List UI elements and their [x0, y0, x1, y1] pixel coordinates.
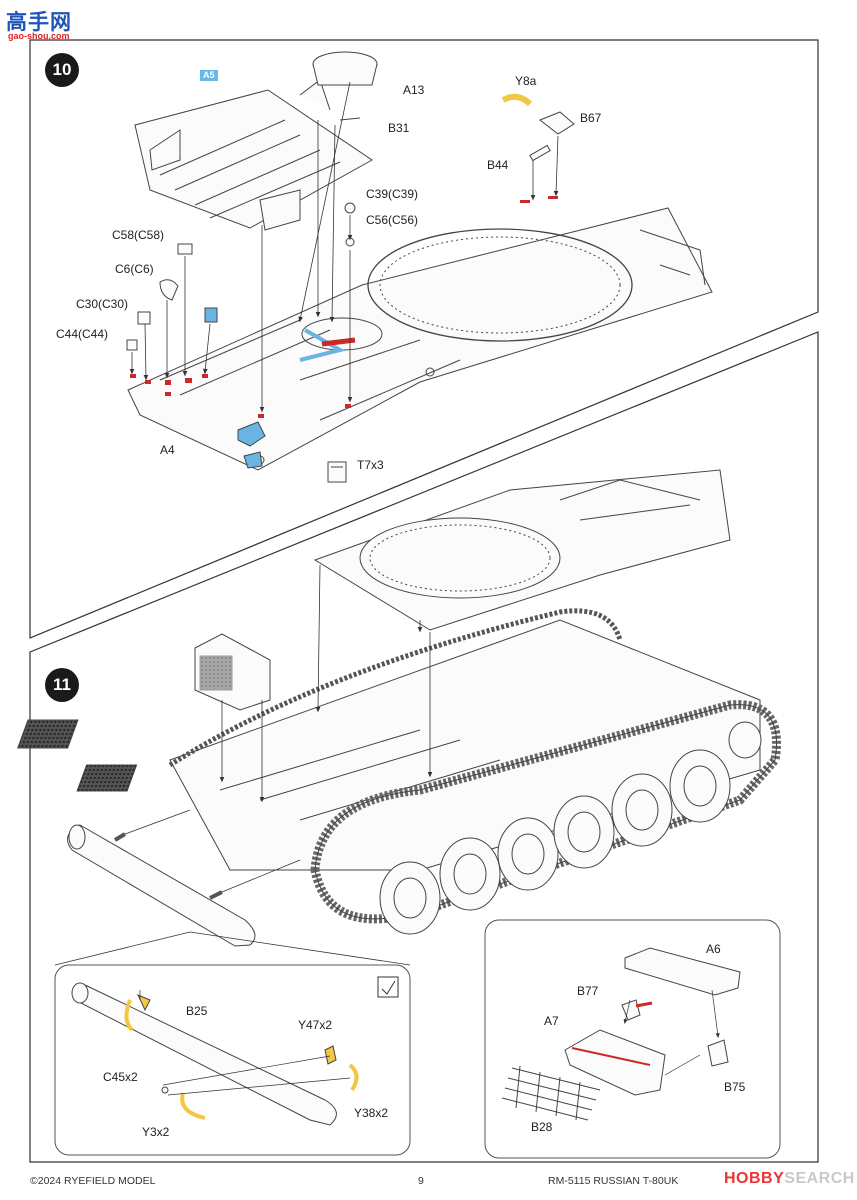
watermark-grey: SEARCH [784, 1170, 855, 1187]
step-number-11: 11 [45, 668, 79, 702]
label-y3: Y3x2 [142, 1125, 170, 1139]
inset-left-art [71, 982, 359, 1126]
label-b25: B25 [186, 1004, 208, 1018]
step10-panel [29, 39, 819, 639]
step11-panel [29, 331, 819, 1163]
step11-grille-part [194, 633, 271, 711]
label-b75: B75 [724, 1080, 746, 1094]
footer-page-number: 9 [418, 1175, 424, 1187]
label-a4: A4 [160, 443, 175, 457]
step10-upper-deck [134, 79, 373, 231]
label-b67: B67 [580, 111, 602, 125]
label-c44: C44(C44) [56, 327, 109, 341]
step11-track-back [168, 608, 623, 768]
inset-right-lines [623, 989, 720, 1076]
label-c58: C58(C58) [112, 228, 165, 242]
step11-upper-hull [313, 469, 731, 631]
step-number-10: 10 [45, 53, 79, 87]
footer-product: RM-5115 RUSSIAN T-80UK [548, 1175, 679, 1187]
step10-parts [126, 51, 575, 483]
step10-hull-plate [127, 207, 713, 471]
label-b77: B77 [577, 984, 599, 998]
step11-track-front [310, 700, 781, 924]
label-b31: B31 [388, 121, 410, 135]
label-y47: Y47x2 [298, 1018, 333, 1032]
site-logo: 高手网 gao-shou.com [6, 4, 78, 44]
part-badge-a5: A5 [200, 70, 218, 81]
watermark-red: HOBBY [724, 1170, 785, 1187]
label-a7: A7 [544, 1014, 559, 1028]
label-a6: A6 [706, 942, 721, 956]
label-c45: C45x2 [103, 1070, 138, 1084]
label-a13: A13 [403, 83, 425, 97]
step11-road-wheels [379, 721, 762, 935]
label-c56: C56(C56) [366, 213, 419, 227]
inset-left-lines [139, 990, 351, 1096]
logo-url: gao-shou.com [8, 31, 70, 41]
label-c6: C6(C6) [115, 262, 154, 276]
label-c39: C39(C39) [366, 187, 419, 201]
label-c30: C30(C30) [76, 297, 129, 311]
label-y38: Y38x2 [354, 1106, 389, 1120]
watermark: HOBBYSEARCH [724, 1170, 855, 1188]
step10-guide-lines [129, 81, 559, 413]
step11-log [67, 824, 256, 947]
label-b44: B44 [487, 158, 509, 172]
label-y8a: Y8a [515, 74, 537, 88]
footer-copyright: ©2024 RYEFIELD MODEL [30, 1175, 156, 1187]
label-t7: T7x3 [357, 458, 384, 472]
label-b28: B28 [531, 1120, 553, 1134]
glue-check-icon [377, 976, 399, 998]
logo-text: 高手网 [6, 10, 72, 34]
step11-guide-lines [54, 564, 433, 966]
